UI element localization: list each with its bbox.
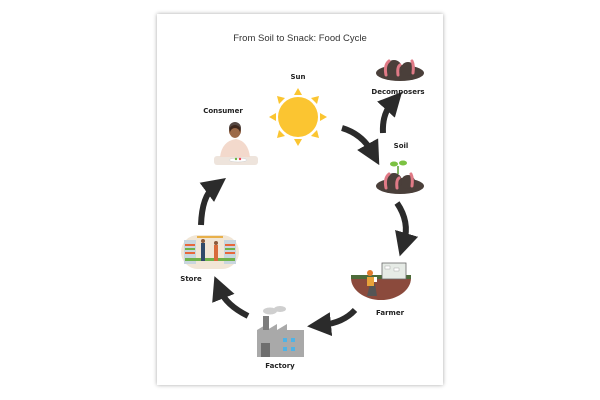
farmer-icon	[351, 262, 411, 300]
label-farmer: Farmer	[375, 309, 405, 317]
arrow-soil-to-farmer	[394, 201, 419, 257]
arrow-soil-to-decomposers	[377, 91, 403, 134]
arrow-store-to-consumer	[198, 177, 226, 226]
store-icon	[181, 235, 239, 269]
label-decomposers: Decomposers	[371, 88, 425, 96]
factory-icon	[257, 306, 304, 357]
sun-icon	[269, 88, 327, 146]
arrow-factory-to-store	[212, 276, 250, 319]
label-consumer: Consumer	[203, 107, 243, 115]
label-soil: Soil	[393, 142, 409, 150]
diagram-title: From Soil to Snack: Food Cycle	[233, 33, 367, 44]
arrow-farmer-to-factory	[307, 307, 358, 337]
label-sun: Sun	[290, 73, 306, 81]
soil-icon	[376, 160, 424, 194]
arrow-sun-to-soil	[341, 125, 380, 166]
consumer-icon	[214, 122, 258, 165]
label-factory: Factory	[265, 362, 295, 370]
label-store: Store	[180, 275, 202, 283]
decomposers-icon	[376, 59, 424, 81]
